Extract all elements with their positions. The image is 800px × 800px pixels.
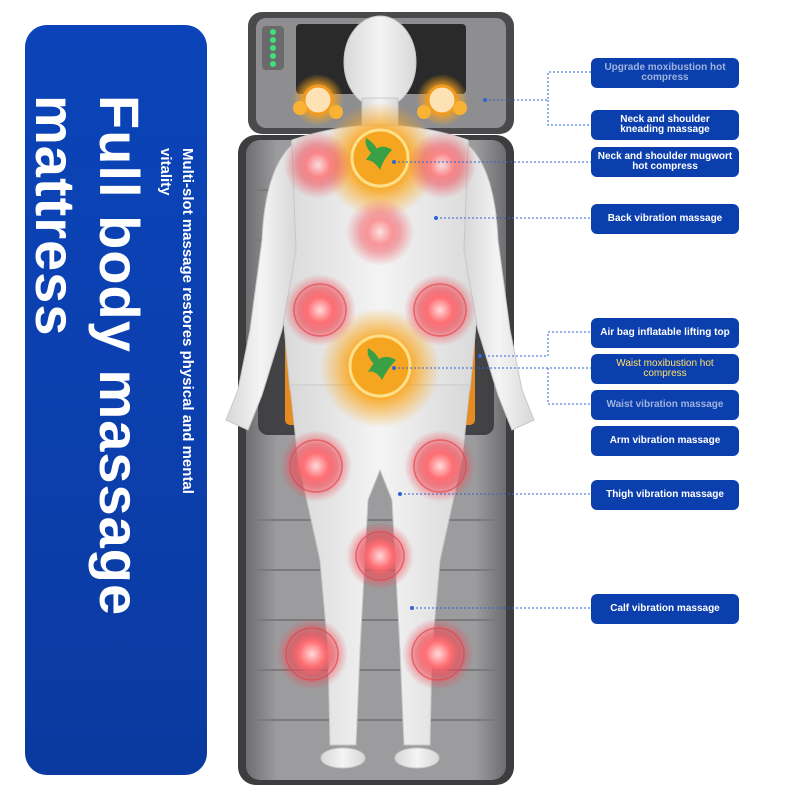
- mugwort-leaf-icon: [365, 138, 396, 380]
- label-neck-kneading: Neck and shoulder kneading massage: [591, 110, 739, 140]
- label-neck-mugwort: Neck and shoulder mugwort hot compress: [591, 147, 739, 177]
- label-upgrade-moxibustion: Upgrade moxibustion hot compress: [591, 58, 739, 88]
- label-waist-moxibustion: Waist moxibustion hot compress: [591, 354, 739, 384]
- title-banner: [25, 25, 207, 775]
- label-back-vibration: Back vibration massage: [591, 204, 739, 234]
- control-panel-icon: [262, 26, 284, 70]
- label-arm-vibration: Arm vibration massage: [591, 426, 739, 456]
- label-thigh-vibration: Thigh vibration massage: [591, 480, 739, 510]
- label-waist-vibration: Waist vibration massage: [591, 390, 739, 420]
- label-calf-vibration: Calf vibration massage: [591, 594, 739, 624]
- label-air-bag: Air bag inflatable lifting top: [591, 318, 739, 348]
